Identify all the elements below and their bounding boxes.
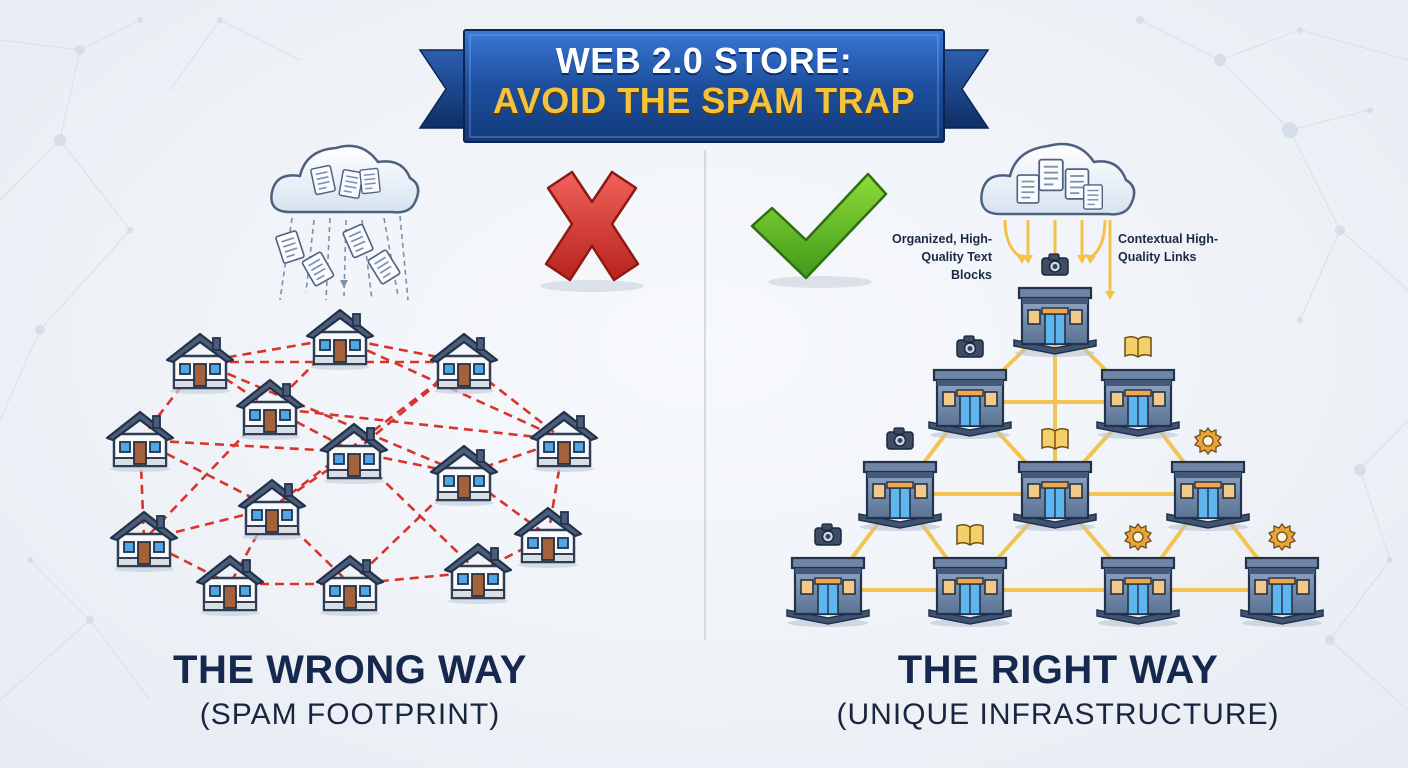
links-caption: Contextual High-Quality Links [1118, 232, 1218, 264]
quality-links [826, 318, 1284, 592]
book-icon [1124, 335, 1152, 358]
camera-icon [956, 335, 984, 358]
green-check-icon [750, 172, 888, 288]
gear-icon [1268, 523, 1296, 551]
house-icon [195, 554, 265, 618]
spam-cloud [270, 144, 420, 214]
red-x-icon [540, 170, 644, 292]
house-icon [315, 554, 385, 618]
site-buildings [785, 253, 1325, 629]
spam-houses [105, 308, 599, 618]
camera-icon [1041, 253, 1069, 276]
building-icon [927, 368, 1013, 441]
organized-cloud [980, 142, 1136, 216]
spam-falling-documents [274, 223, 402, 288]
book-icon [956, 523, 984, 546]
house-icon [105, 410, 175, 474]
right-way-title: THE RIGHT WAY [897, 648, 1219, 692]
house-icon [429, 332, 499, 396]
house-icon [513, 506, 583, 570]
house-icon [305, 308, 375, 372]
building-icon [927, 556, 1013, 629]
camera-icon [814, 523, 842, 546]
right-way-subtitle: (UNIQUE INFRASTRUCTURE) [836, 698, 1280, 731]
title-banner [418, 29, 990, 143]
spam-link [269, 406, 565, 442]
building-icon [1012, 460, 1098, 533]
building-icon [1165, 460, 1251, 533]
gear-icon [1124, 523, 1152, 551]
house-icon [429, 444, 499, 508]
building-icon [1095, 368, 1181, 441]
banner-title-line1: WEB 2.0 STORE: [555, 40, 853, 81]
banner-title-line2: AVOID THE SPAM TRAP [492, 80, 916, 121]
building-icon [1095, 556, 1181, 629]
house-icon [109, 510, 179, 574]
building-icon [857, 460, 943, 533]
camera-icon [886, 427, 914, 450]
building-icon [785, 556, 871, 629]
wrong-way-title: THE WRONG WAY [173, 648, 527, 692]
gear-icon [1194, 427, 1222, 455]
house-icon [165, 332, 235, 396]
house-icon [443, 542, 513, 606]
spam-link [353, 451, 479, 573]
book-icon [1041, 427, 1069, 450]
house-icon [235, 378, 305, 442]
text-blocks-caption: Organized, High-Quality Text Blocks [892, 232, 992, 282]
spam-link [349, 473, 465, 585]
spam-link [139, 438, 355, 454]
wrong-way-subtitle: (SPAM FOOTPRINT) [199, 698, 501, 731]
building-icon [1239, 556, 1325, 629]
spam-link [199, 360, 465, 476]
